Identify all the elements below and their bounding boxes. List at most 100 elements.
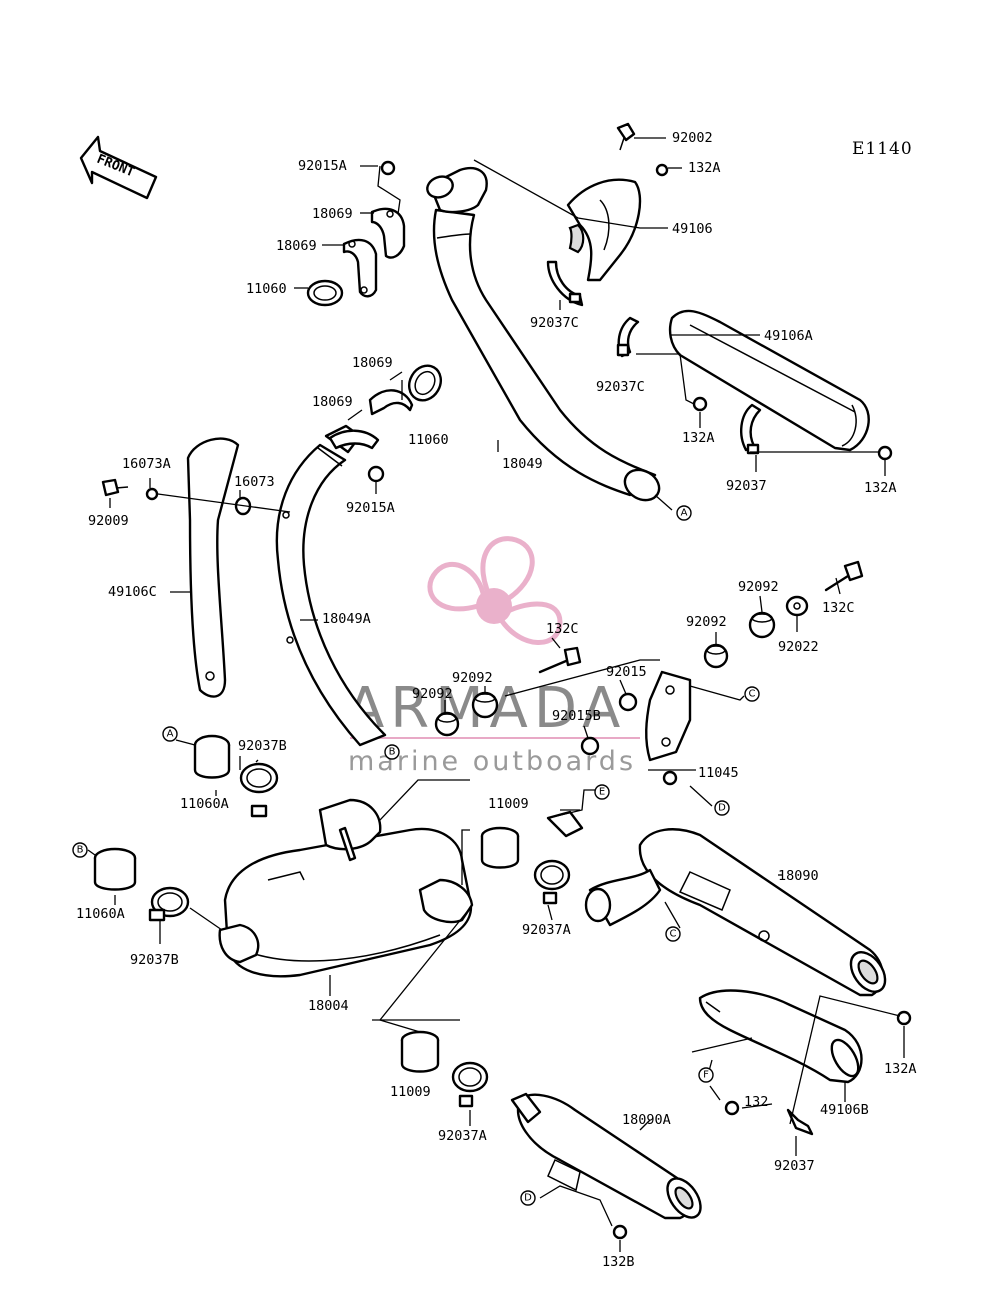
part-label: 132A <box>884 1061 917 1077</box>
svg-text:C: C <box>670 929 677 940</box>
part-label: 92015 <box>606 664 647 680</box>
watermark-propeller-icon <box>427 536 563 645</box>
bolt-132a-1 <box>655 163 669 177</box>
part-label: 132A <box>682 430 715 446</box>
nut-92015b <box>580 736 600 756</box>
bolt-92002 <box>616 122 636 151</box>
part-labels: 92002 132A 49106 92015A 18069 18069 1106… <box>76 130 917 1270</box>
heat-cover-49106 <box>566 178 642 282</box>
part-label: 18090A <box>622 1112 671 1128</box>
svg-text:A: A <box>167 729 174 740</box>
clamp-92037c-upper <box>546 260 584 307</box>
part-label: 92037A <box>522 922 571 938</box>
sleeve-11009-lower <box>400 1030 440 1073</box>
part-label: 92092 <box>412 686 453 702</box>
clamp-92037a-lower <box>451 1061 489 1108</box>
ref-marker-c-muffler: C <box>665 926 681 942</box>
part-label: 18049 <box>502 456 543 472</box>
part-label: 11060 <box>246 281 287 297</box>
bushing-92092-c <box>471 691 499 719</box>
part-label: 92015A <box>346 500 395 516</box>
part-label: 18090 <box>778 868 819 884</box>
part-label: 18069 <box>276 238 317 254</box>
svg-text:F: F <box>703 1070 709 1081</box>
part-label: 132B <box>602 1254 635 1270</box>
ref-marker-d-bracket: D <box>714 800 730 816</box>
ref-marker-b-pipe: B <box>384 744 400 760</box>
part-label: 92037C <box>596 379 645 395</box>
svg-text:B: B <box>389 747 396 758</box>
part-label: 18069 <box>352 355 393 371</box>
part-label: 16073 <box>234 474 275 490</box>
nut-92015a-upper <box>380 160 396 176</box>
part-label: 92092 <box>686 614 727 630</box>
bushing-92092-b <box>703 643 729 669</box>
part-label: 92092 <box>738 579 779 595</box>
part-label: 18004 <box>308 998 349 1014</box>
part-label: 132 <box>744 1094 768 1110</box>
heat-cover-49106a <box>668 309 870 452</box>
exhaust-pipe-18049 <box>426 167 661 502</box>
part-label: 92037 <box>774 1158 815 1174</box>
clamp-92037-right <box>740 403 762 455</box>
part-label: 132C <box>822 600 855 616</box>
bolt-132a-4 <box>896 1010 912 1026</box>
part-label: 132A <box>864 480 897 496</box>
part-label: 92037A <box>438 1128 487 1144</box>
bolt-132b <box>612 1224 628 1240</box>
ref-marker-a-sleeve: A <box>162 726 178 742</box>
bolt-132 <box>724 1100 740 1116</box>
part-label: 92037 <box>726 478 767 494</box>
front-arrow-icon: FRONT <box>79 135 158 200</box>
ref-marker-c-bracket: C <box>744 686 760 702</box>
ref-marker-e: E <box>594 784 610 800</box>
part-label: 49106B <box>820 1102 869 1118</box>
nut-92015 <box>618 692 638 712</box>
part-label: 92009 <box>88 513 129 529</box>
part-label: 92015B <box>552 708 601 724</box>
clamp-92037b-lower <box>148 886 190 922</box>
part-label: 92015A <box>298 158 347 174</box>
sleeve-11060a-lower <box>93 847 137 891</box>
svg-text:E: E <box>599 787 605 798</box>
part-label: 92037B <box>130 952 179 968</box>
clamp-92037b-upper <box>239 762 279 818</box>
bolt-132a-3 <box>877 445 893 461</box>
part-label: 132A <box>688 160 721 176</box>
gasket-11060-middle <box>407 364 443 402</box>
part-label: 18049A <box>322 611 371 627</box>
part-label: 11009 <box>488 796 529 812</box>
bolt-132c-right <box>824 560 864 592</box>
part-label: 132C <box>546 621 579 637</box>
bolt-132a-2 <box>692 396 708 412</box>
part-label: 18069 <box>312 206 353 222</box>
part-label: 92002 <box>672 130 713 146</box>
washer-16073a <box>145 487 159 501</box>
part-label: 49106A <box>764 328 813 344</box>
part-label: 18069 <box>312 394 353 410</box>
part-label: 92022 <box>778 639 819 655</box>
svg-text:D: D <box>524 1193 532 1204</box>
part-label: 92092 <box>452 670 493 686</box>
part-label: 49106C <box>108 584 157 600</box>
gasket-11060-upper <box>306 279 344 307</box>
part-label: 11060A <box>76 906 125 922</box>
sleeve-11060a-upper <box>193 734 231 779</box>
svg-text:A: A <box>681 508 688 519</box>
heat-cover-49106b <box>698 989 863 1084</box>
svg-text:C: C <box>749 689 756 700</box>
part-label: 16073A <box>122 456 171 472</box>
part-label: 11009 <box>390 1084 431 1100</box>
ref-marker-f: F <box>698 1067 714 1083</box>
ref-marker-a-pipe: A <box>676 505 692 521</box>
bushing-92092-a <box>748 611 776 639</box>
ref-marker-b-sleeve: B <box>72 842 88 858</box>
bolt-92009 <box>101 478 129 497</box>
svg-text:B: B <box>77 845 84 856</box>
leader-lines <box>87 137 905 1252</box>
muffler-18004 <box>218 798 474 978</box>
muffler-18090a <box>510 1092 702 1220</box>
bracket-11045 <box>645 670 692 786</box>
ref-marker-d-muffler: D <box>520 1190 536 1206</box>
